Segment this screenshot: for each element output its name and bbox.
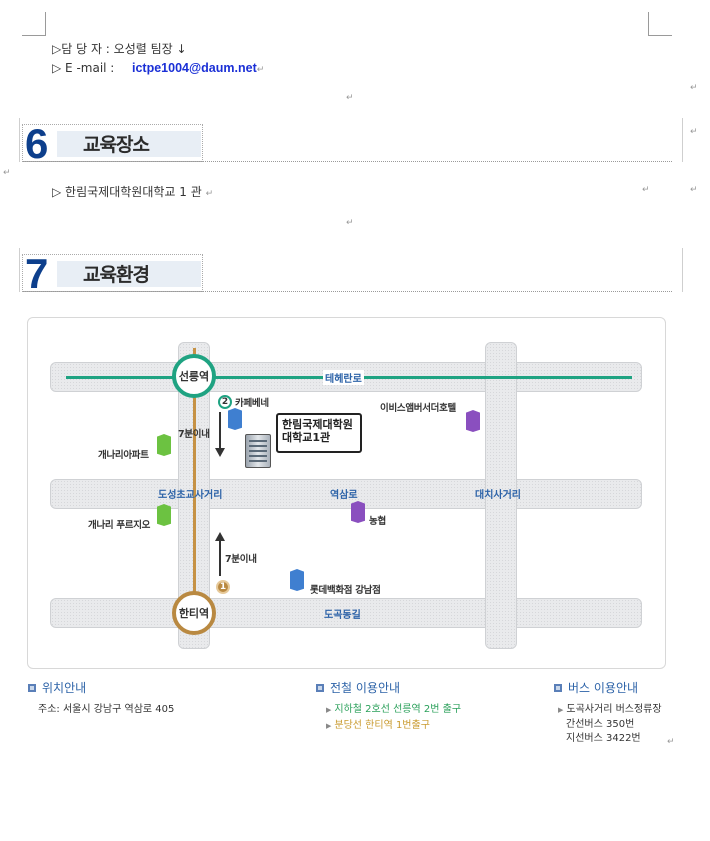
bus-info-title: 버스 이용안내 bbox=[554, 679, 638, 696]
road-yeoksam bbox=[50, 479, 642, 509]
building-icon-apt1 bbox=[157, 434, 171, 456]
label-apartment-2: 개나리 푸르지오 bbox=[88, 520, 151, 531]
paragraph-mark: ↵ bbox=[690, 83, 698, 93]
walk-time-top: 7분이내 bbox=[178, 429, 210, 440]
subway-title-text: 전철 이용안내 bbox=[330, 681, 401, 695]
venue-line: ▷ 한림국제대학원대학교 1 관 ↵ bbox=[52, 183, 213, 200]
paragraph-mark: ↵ bbox=[256, 65, 265, 75]
table-border bbox=[19, 248, 20, 292]
exit-2-badge: 2 bbox=[218, 395, 232, 409]
bus-stop-text: 도곡사거리 버스정류장 bbox=[566, 704, 662, 715]
address-text: 주소: 서울시 강남구 역삼로 405 bbox=[38, 704, 175, 715]
road-label-teheran: 테헤란로 bbox=[323, 370, 364, 385]
building-icon-bank bbox=[351, 501, 365, 523]
station-hanti: 한티역 bbox=[172, 591, 216, 635]
square-bullet-icon bbox=[316, 684, 324, 692]
paragraph-mark: ↵ bbox=[667, 737, 675, 747]
subway-info-title: 전철 이용안내 bbox=[316, 679, 400, 696]
university-building-icon bbox=[245, 434, 271, 468]
section-title-bar bbox=[57, 131, 201, 157]
building-icon-hotel bbox=[466, 410, 480, 432]
callout-line-1: 한림국제대학원 bbox=[282, 418, 353, 431]
manager-text: ▷담 당 자 : 오성렬 팀장 ↓ bbox=[52, 42, 187, 56]
table-border bbox=[19, 118, 20, 162]
label-lotte: 롯데백화점 강남점 bbox=[310, 585, 381, 596]
table-border bbox=[682, 248, 683, 292]
email-link[interactable]: ictpe1004@daum.net bbox=[132, 61, 257, 75]
subway-item-2-text: 분당선 한티역 1번출구 bbox=[334, 720, 430, 731]
road-label-yeoksam: 역삼로 bbox=[330, 490, 358, 501]
venue-text: ▷ 한림국제대학원대학교 1 관 bbox=[52, 185, 202, 199]
paragraph-mark: ↵ bbox=[642, 185, 650, 195]
arrow-down-icon bbox=[215, 448, 225, 457]
page-corner-mark-left bbox=[22, 12, 46, 36]
road-label-dogok: 도곡동길 bbox=[324, 610, 361, 621]
paragraph-mark: ↵ bbox=[3, 168, 11, 178]
subway-item-1: ▶지하철 2호선 선릉역 2번 출구 bbox=[326, 700, 461, 715]
bus-line-1: 간선버스 350번 bbox=[566, 719, 635, 730]
paragraph-mark: ↵ bbox=[346, 93, 354, 103]
manager-line: ▷담 당 자 : 오성렬 팀장 ↓ bbox=[52, 40, 187, 57]
road-dogok bbox=[50, 598, 642, 628]
section-title-bar bbox=[57, 261, 201, 287]
station-seolleung: 선릉역 bbox=[172, 354, 216, 398]
bus-title-text: 버스 이용안내 bbox=[568, 681, 639, 695]
label-bank: 농협 bbox=[369, 516, 386, 527]
label-hotel: 이비스앰버서더호텔 bbox=[380, 403, 456, 414]
paragraph-mark: ↵ bbox=[690, 127, 698, 137]
building-icon-apt2 bbox=[157, 504, 171, 526]
triangle-bullet-icon: ▶ bbox=[326, 722, 332, 730]
paragraph-mark: ↵ bbox=[346, 218, 354, 228]
section-6-number: 6 bbox=[25, 120, 49, 167]
table-border bbox=[682, 118, 683, 162]
walk-arrow-up bbox=[219, 541, 221, 576]
email-label: ▷ E -mail : bbox=[52, 61, 115, 75]
bus-line-2: 지선버스 3422번 bbox=[566, 733, 641, 744]
square-bullet-icon bbox=[28, 684, 36, 692]
walk-arrow-down bbox=[219, 412, 221, 450]
label-apartment-1: 개나리아파트 bbox=[98, 450, 149, 461]
email-line: ▷ E -mail : ictpe1004@daum.net↵ bbox=[52, 61, 264, 75]
arrow-up-icon bbox=[215, 532, 225, 541]
destination-callout: 한림국제대학원 대학교1관 bbox=[276, 413, 362, 453]
section-7-number: 7 bbox=[25, 250, 49, 297]
triangle-bullet-icon: ▶ bbox=[558, 706, 564, 714]
road-vertical-right bbox=[485, 342, 517, 649]
road-label-doseong: 도성초교사거리 bbox=[158, 490, 223, 501]
road-label-daechi: 대치사거리 bbox=[475, 490, 521, 501]
location-map: 테헤란로 도성초교사거리 역삼로 대치사거리 도곡동길 선릉역 한티역 2 카페… bbox=[27, 317, 666, 669]
section-6-header: 6 교육장소 bbox=[19, 118, 683, 166]
page-corner-mark-right bbox=[648, 12, 672, 36]
bus-stop: ▶도곡사거리 버스정류장 bbox=[558, 700, 662, 715]
building-icon-lotte bbox=[290, 569, 304, 591]
square-bullet-icon bbox=[554, 684, 562, 692]
paragraph-mark: ↵ bbox=[205, 189, 214, 199]
exit-1-badge: 1 bbox=[216, 580, 230, 594]
section-6-title: 교육장소 bbox=[83, 134, 150, 156]
section-7-title: 교육환경 bbox=[83, 264, 150, 286]
section-7-title-box: 7 교육환경 bbox=[22, 252, 203, 296]
label-cafe: 카페베네 bbox=[235, 398, 269, 409]
subway-item-1-text: 지하철 2호선 선릉역 2번 출구 bbox=[334, 704, 462, 715]
location-title-text: 위치안내 bbox=[42, 681, 87, 695]
callout-line-2: 대학교1관 bbox=[282, 431, 331, 444]
triangle-bullet-icon: ▶ bbox=[326, 706, 332, 714]
section-6-title-box: 6 교육장소 bbox=[22, 122, 203, 166]
building-icon-cafe bbox=[228, 408, 242, 430]
paragraph-mark: ↵ bbox=[690, 185, 698, 195]
section-7-header: 7 교육환경 bbox=[19, 248, 683, 296]
subway-bundang-line bbox=[193, 348, 196, 628]
location-info-title: 위치안내 bbox=[28, 679, 86, 696]
walk-time-bottom: 7분이내 bbox=[225, 554, 257, 565]
subway-item-2: ▶분당선 한티역 1번출구 bbox=[326, 716, 430, 731]
